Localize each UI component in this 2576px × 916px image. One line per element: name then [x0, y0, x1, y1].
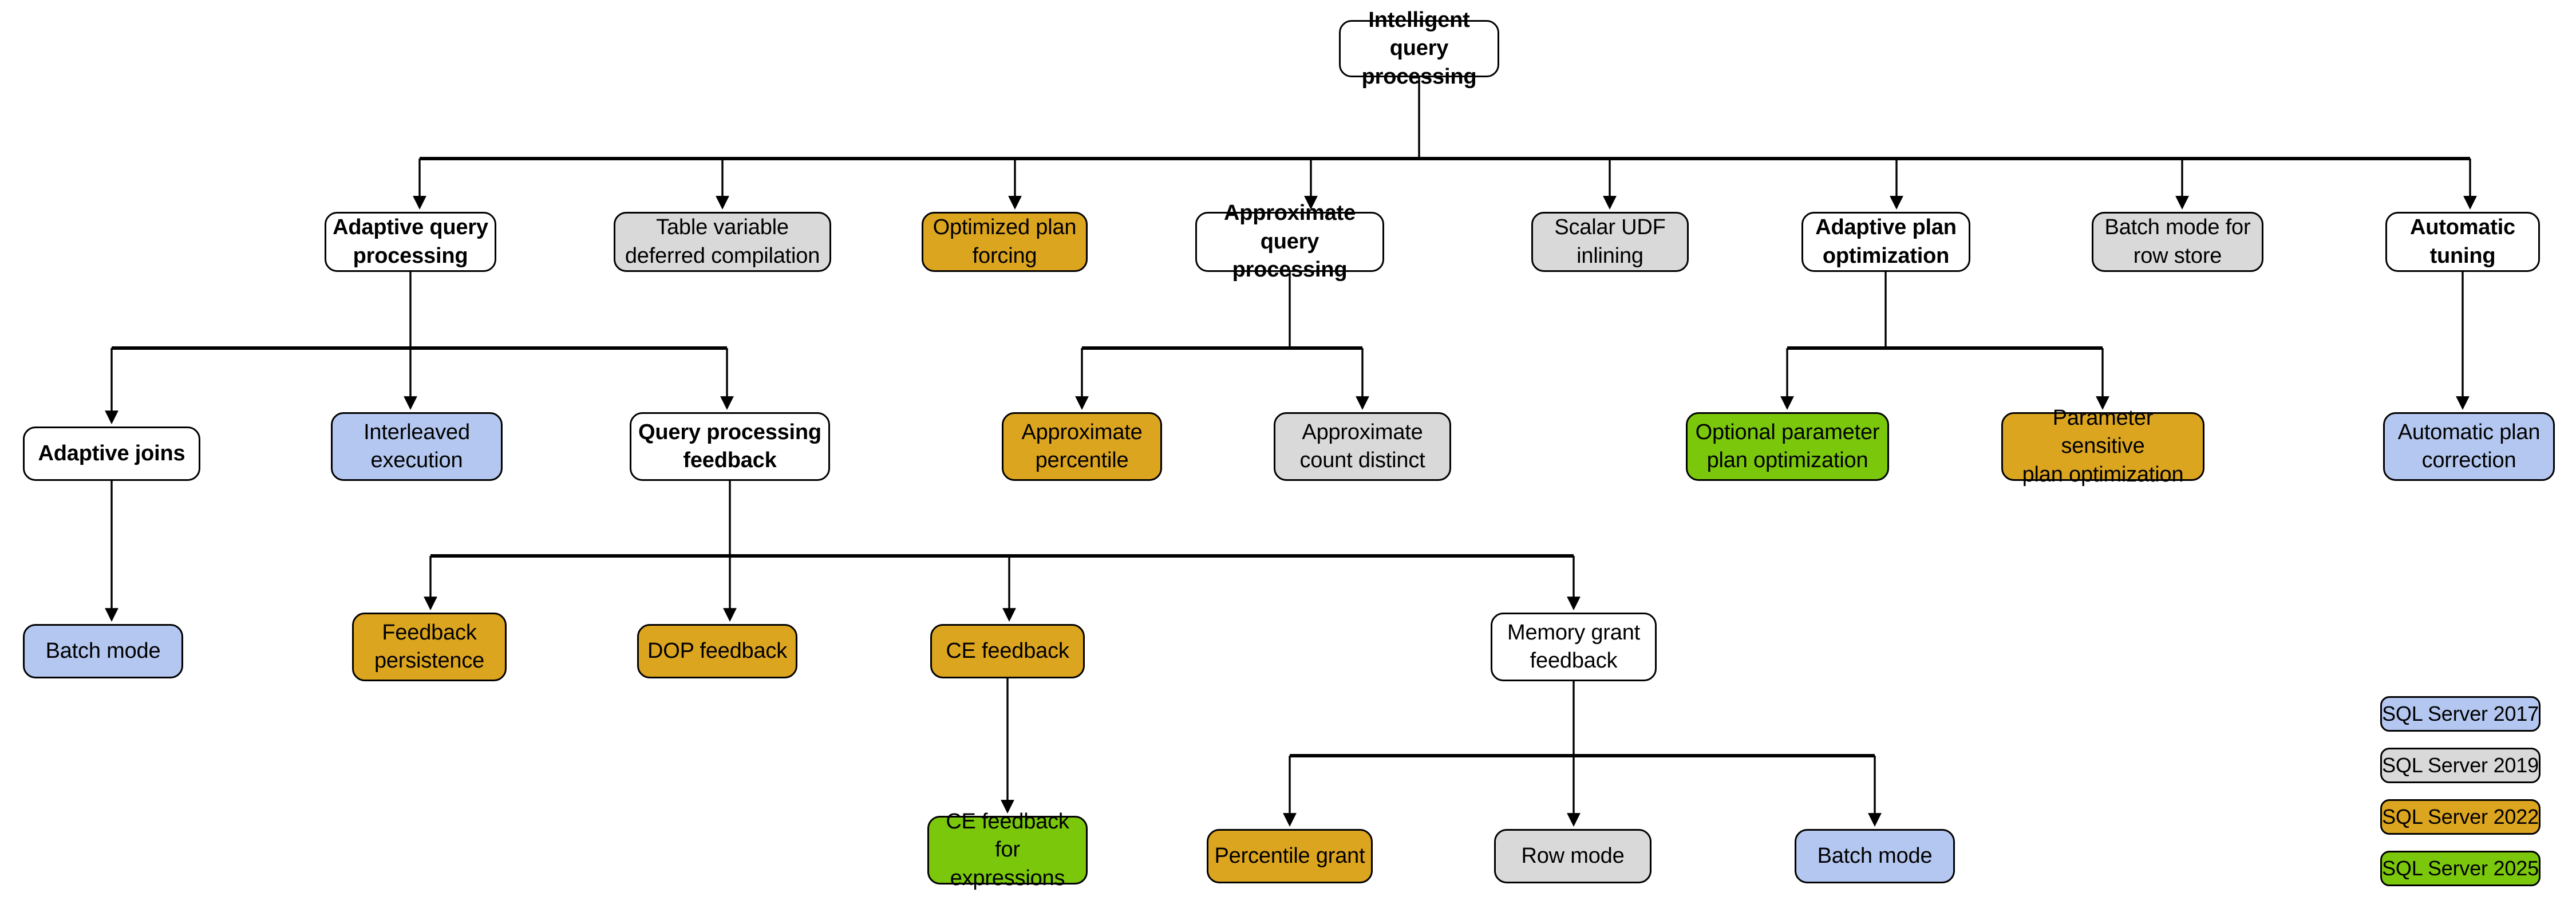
- node-aqp[interactable]: Adaptive query processing: [325, 212, 496, 272]
- node-apo[interactable]: Adaptive plan optimization: [1801, 212, 1970, 272]
- node-root[interactable]: Intelligent query processing: [1339, 8, 1499, 89]
- node-mgf[interactable]: Memory grant feedback: [1491, 613, 1657, 681]
- node-bmode1[interactable]: Batch mode: [23, 624, 183, 678]
- node-aqpx[interactable]: Approximate query processing: [1195, 201, 1384, 282]
- node-tvdc[interactable]: Table variable deferred compilation: [614, 212, 831, 272]
- node-interleave[interactable]: Interleaved execution: [331, 412, 503, 481]
- node-autotune[interactable]: Automatic tuning: [2385, 212, 2540, 272]
- node-rowmode[interactable]: Row mode: [1494, 829, 1652, 883]
- legend-item-sql-server-2025: SQL Server 2025: [2380, 851, 2541, 886]
- node-fbpersist[interactable]: Feedback persistence: [352, 613, 507, 681]
- node-bmode2[interactable]: Batch mode: [1795, 829, 1955, 883]
- legend-item-sql-server-2017: SQL Server 2017: [2380, 696, 2541, 732]
- node-ajoins[interactable]: Adaptive joins: [23, 427, 200, 481]
- node-acdistinct[interactable]: Approximate count distinct: [1274, 412, 1451, 481]
- node-apercent[interactable]: Approximate percentile: [1002, 412, 1162, 481]
- node-apc[interactable]: Automatic plan correction: [2383, 412, 2555, 481]
- node-opf[interactable]: Optimized plan forcing: [922, 212, 1088, 272]
- node-qpf[interactable]: Query processing feedback: [630, 412, 830, 481]
- legend-item-sql-server-2019: SQL Server 2019: [2380, 748, 2541, 783]
- node-pgrant[interactable]: Percentile grant: [1207, 829, 1373, 883]
- node-dopfb[interactable]: DOP feedback: [637, 624, 797, 678]
- node-sudf[interactable]: Scalar UDF inlining: [1531, 212, 1689, 272]
- node-pspo[interactable]: Parameter sensitive plan optimization: [2001, 406, 2204, 487]
- node-cefbexpr[interactable]: CE feedback for expressions: [927, 810, 1088, 890]
- node-oppo[interactable]: Optional parameter plan optimization: [1686, 412, 1889, 481]
- legend-item-sql-server-2022: SQL Server 2022: [2380, 799, 2541, 835]
- node-cefb[interactable]: CE feedback: [930, 624, 1085, 678]
- node-bmrs[interactable]: Batch mode for row store: [2092, 212, 2263, 272]
